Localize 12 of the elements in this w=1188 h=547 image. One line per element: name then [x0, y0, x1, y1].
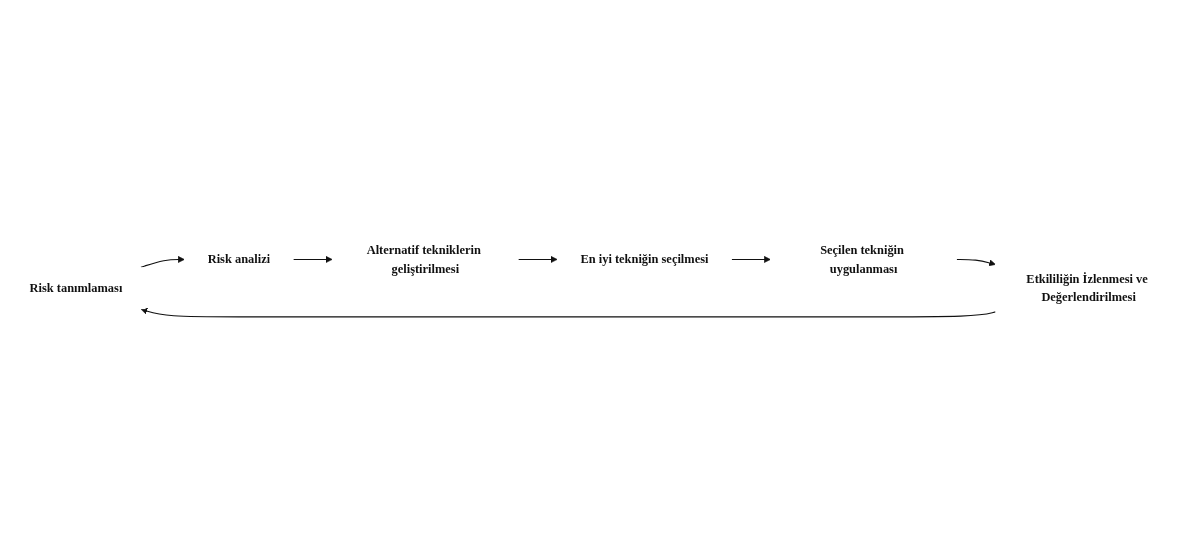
arrow: [517, 255, 558, 263]
arrow: [140, 255, 185, 268]
node-text: Risk analizi: [207, 252, 271, 266]
node-text: Seçilen tekniğin uygulanması: [820, 242, 904, 275]
arrow: [731, 255, 771, 263]
node-text: Etkililiğin İzlenmesi ve Değerlendirilmesi: [1026, 271, 1148, 304]
node-text: Risk tanımlaması: [29, 280, 123, 295]
arrow: [956, 258, 996, 266]
node-text: En iyi tekniğin seçilmesi: [580, 252, 709, 266]
arrow: [292, 255, 333, 263]
node-text: Alternatif tekniklerin geliştirilmesi: [366, 242, 481, 275]
arrow: [140, 307, 997, 318]
